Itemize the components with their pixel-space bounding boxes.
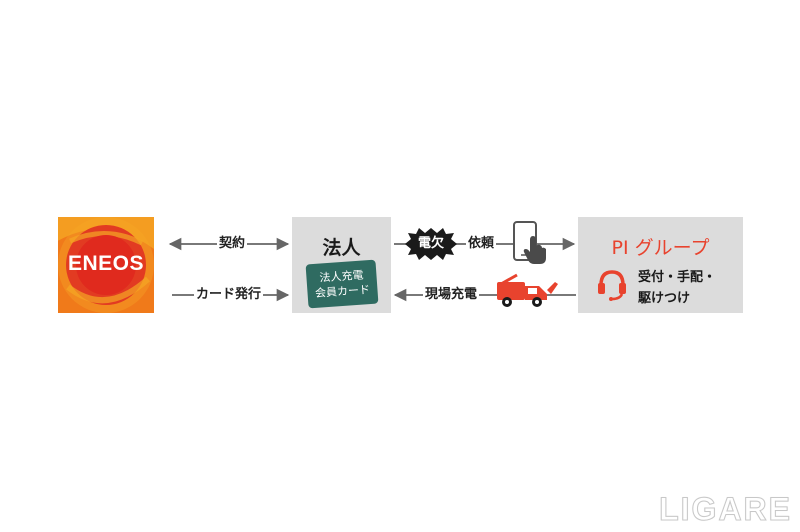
battery-dead-label: 電欠 (417, 236, 444, 251)
card-issue-label: カード発行 (194, 287, 264, 303)
pi-group-node: PI グループ 受付・手配・ 駆けつけ (578, 217, 743, 313)
member-card: 法人充電 会員カード (305, 259, 379, 309)
onsite-charge-label: 現場充電 (423, 287, 480, 303)
corporation-title: 法人 (322, 237, 361, 259)
pi-group-service-line1: 受付・手配・ (638, 270, 717, 285)
request-label: 依頼 (466, 236, 497, 252)
ligare-watermark: LIGARE (659, 491, 792, 528)
eneos-logo-text: ENEOS (67, 252, 145, 275)
tow-truck-icon (497, 273, 558, 307)
headset-icon (598, 270, 626, 301)
battery-dead-badge: 電欠 (401, 227, 461, 261)
corporation-node: 法人 法人充電 会員カード (292, 217, 391, 313)
burst-shape-icon (405, 228, 457, 260)
pi-group-title: PI グループ (611, 237, 710, 259)
pi-group-service-line2: 駆けつけ (638, 291, 691, 306)
eneos-logo-mark (58, 217, 154, 313)
contract-label: 契約 (217, 236, 248, 252)
smartphone-tap-icon (513, 221, 546, 264)
eneos-logo: ENEOS (58, 217, 154, 313)
pi-group-service: 受付・手配・ 駆けつけ (638, 267, 716, 309)
